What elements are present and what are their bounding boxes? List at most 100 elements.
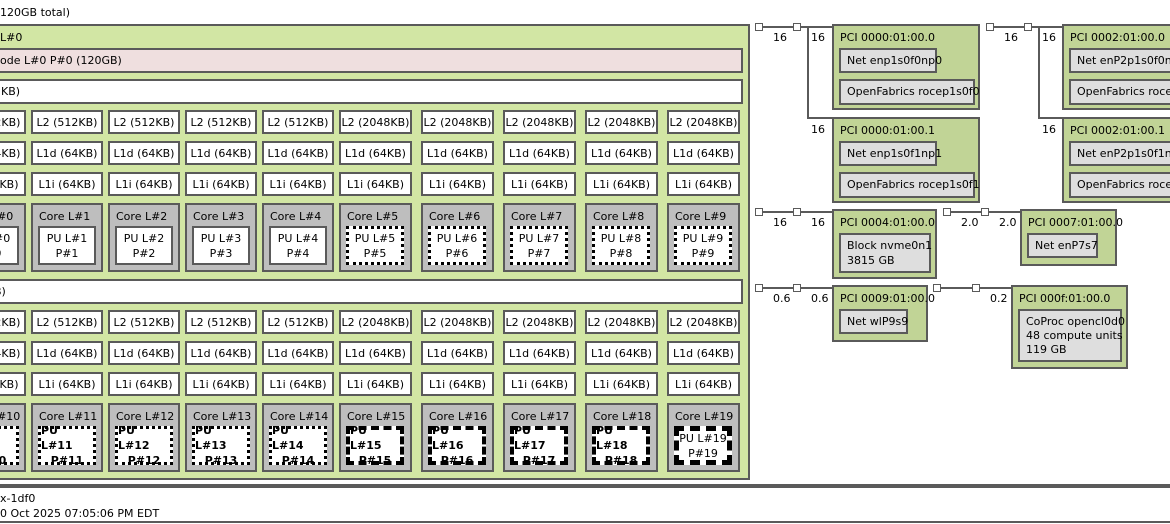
net-device[interactable]: Net wlP9s9	[839, 309, 908, 334]
l2-cache[interactable]: L2 (512KB)	[262, 310, 334, 334]
l1d-cache[interactable]: L1d (64KB)	[503, 141, 576, 165]
l2-cache[interactable]: L2 (512KB)	[262, 110, 334, 134]
l2-cache[interactable]: L2 (2048KB)	[503, 310, 576, 334]
pci-device-box[interactable]: PCI 0000:01:00.0 Net enp1s0f0np0 OpenFab…	[832, 24, 980, 110]
pu-box[interactable]: PU L#10P#10	[0, 426, 19, 467]
l1i-cache[interactable]: L1i (64KB)	[262, 172, 334, 196]
l1d-cache[interactable]: L1d (64KB)	[667, 341, 740, 365]
l1i-cache[interactable]: L1i (64KB)	[503, 372, 576, 396]
l1d-cache[interactable]: L1d (64KB)	[108, 141, 180, 165]
l1i-cache[interactable]: L1i (64KB)	[185, 172, 257, 196]
l2-cache[interactable]: L2 (2048KB)	[667, 110, 740, 134]
l2-cache[interactable]: L2 (512KB)	[108, 110, 180, 134]
l1i-cache[interactable]: L1i (64KB)	[585, 372, 658, 396]
openfabrics-device[interactable]: OpenFabrics roceP2p1s0f0	[1069, 79, 1170, 105]
l2-cache[interactable]: L2 (2048KB)	[585, 110, 658, 134]
l2-cache[interactable]: L2 (2048KB)	[421, 110, 494, 134]
l1i-cache[interactable]: L1i (64KB)	[667, 372, 740, 396]
l2-cache[interactable]: L2 (2048KB)	[585, 310, 658, 334]
l1i-cache[interactable]: L1i (64KB)	[108, 172, 180, 196]
l2-cache[interactable]: L2 (2048KB)	[339, 310, 412, 334]
l3-cache[interactable]: B)	[0, 279, 743, 304]
pci-device-box[interactable]: PCI 0002:01:00.0 Net enP2p1s0f0np0 OpenF…	[1062, 24, 1170, 110]
coproc-device[interactable]: CoProc opencl0d0 48 compute units 119 GB	[1018, 309, 1125, 362]
l1i-cache[interactable]: L1i (64KB)	[108, 372, 180, 396]
l1i-cache[interactable]: L1i (64KB)	[421, 372, 494, 396]
l2-cache[interactable]: L2 (2048KB)	[339, 110, 412, 134]
l2-cache[interactable]: L2 (512KB)	[185, 110, 257, 134]
l1d-cache[interactable]: L1d (64KB)	[585, 141, 658, 165]
pci-device-box[interactable]: PCI 0002:01:00.1 Net enP2p1s0f1np1 OpenF…	[1062, 117, 1170, 203]
l1d-cache[interactable]: L1d (64KB)	[108, 341, 180, 365]
core-box[interactable]: Core L#10PU L#10P#10	[0, 403, 26, 472]
net-device[interactable]: Net enp1s0f1np1	[839, 141, 942, 166]
l2-cache[interactable]: L2 (512KB)	[108, 310, 180, 334]
l1d-cache[interactable]: L1d (64KB)	[185, 341, 257, 365]
pci-device-box[interactable]: PCI 000f:01:00.0 CoProc opencl0d0 48 com…	[1011, 285, 1128, 369]
pci-device-box[interactable]: PCI 0007:01:00.0 Net enP7s7	[1020, 209, 1123, 266]
l2-cache[interactable]: L2 (512KB)	[31, 310, 103, 334]
l1i-cache[interactable]: L1i (64KB)	[667, 172, 740, 196]
l1d-cache[interactable]: L1d (64KB)	[262, 341, 334, 365]
openfabrics-device[interactable]: OpenFabrics rocep1s0f0	[839, 79, 980, 105]
l1i-cache[interactable]: L1i (64KB)	[31, 172, 103, 196]
l2-cache[interactable]: L2 (512KB)	[0, 310, 26, 334]
l2-cache[interactable]: L2 (512KB)	[185, 310, 257, 334]
pu-box[interactable]: PU L#0P#0	[0, 226, 19, 265]
core-box[interactable]: Core L#0PU L#0P#0	[0, 203, 26, 272]
l1i-cache[interactable]: L1i (64KB)	[31, 372, 103, 396]
l1d-cache[interactable]: L1d (64KB)	[421, 341, 494, 365]
l2-cache[interactable]: L2 (512KB)	[31, 110, 103, 134]
net-device[interactable]: Net enP2p1s0f1np1	[1069, 141, 1170, 166]
net-device[interactable]: Net enp1s0f0np0	[839, 48, 942, 73]
l1i-cache[interactable]: L1i (64KB)	[185, 372, 257, 396]
net-device[interactable]: Net enP2p1s0f0np0	[1069, 48, 1170, 73]
l1i-cache[interactable]: L1i (64KB)	[339, 372, 412, 396]
pci-device-box[interactable]: PCI 0009:01:00.0 Net wlP9s9	[832, 285, 935, 342]
l1d-cache[interactable]: L1d (64KB)	[0, 341, 26, 365]
l1i-cache[interactable]: L1i (64KB)	[503, 172, 576, 196]
l1d-cache[interactable]: L1d (64KB)	[339, 141, 412, 165]
net-device[interactable]: Net enP7s7	[1027, 233, 1098, 258]
l1d-cache[interactable]: L1d (64KB)	[503, 341, 576, 365]
l1i-cache[interactable]: L1i (64KB)	[585, 172, 658, 196]
block-device[interactable]: Block nvme0n1 3815 GB	[839, 233, 932, 273]
openfabrics-device[interactable]: OpenFabrics roceP2p1s0f1	[1069, 172, 1170, 198]
l2-cache[interactable]: L2 (2048KB)	[421, 310, 494, 334]
l1d-cache[interactable]: L1d (64KB)	[262, 141, 334, 165]
l1d-cache[interactable]: L1d (64KB)	[667, 141, 740, 165]
pci-device-box[interactable]: PCI 0004:01:00.0 Block nvme0n1 3815 GB	[832, 209, 937, 279]
l1i-cache[interactable]: L1i (64KB)	[339, 172, 412, 196]
l1d-cache[interactable]: L1d (64KB)	[185, 141, 257, 165]
l1d-cache[interactable]: L1d (64KB)	[31, 341, 103, 365]
l1d-cache[interactable]: L1d (64KB)	[31, 141, 103, 165]
l1i-cache[interactable]: L1i (64KB)	[0, 172, 26, 196]
